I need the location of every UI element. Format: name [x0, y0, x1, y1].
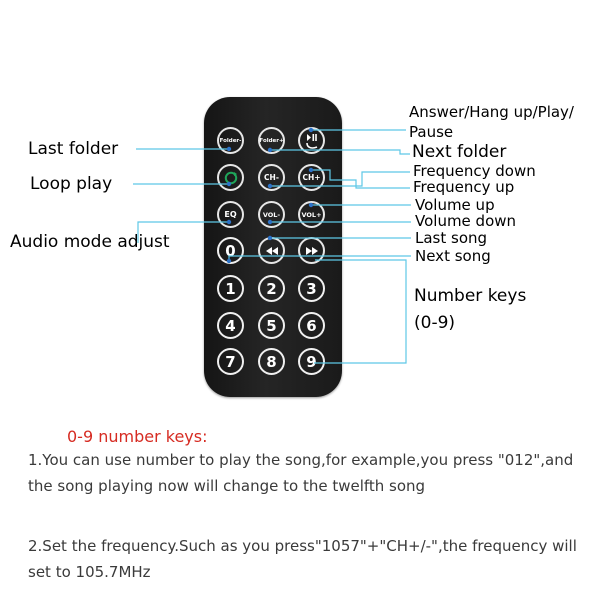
label-next-song: Next song: [415, 247, 491, 265]
note-item-2: 2.Set the frequency.Such as you press"10…: [28, 533, 588, 585]
number-key-0[interactable]: 0: [217, 237, 244, 264]
prev-track-icon: [265, 246, 279, 256]
label-last-folder: Last folder: [28, 139, 118, 159]
eq-button[interactable]: EQ: [217, 201, 244, 228]
vol-plus-key-label: VOL+: [301, 211, 321, 219]
number-key-label: 8: [266, 353, 276, 371]
label-audio-mode: Audio mode adjust: [10, 232, 170, 252]
note-item-1: 1.You can use number to play the song,fo…: [28, 447, 588, 499]
number-key-label: 4: [225, 317, 235, 335]
vol-minus-key-label: VOL-: [263, 211, 280, 219]
ch-plus-key-label: CH+: [302, 173, 320, 182]
number-key-label: 9: [306, 353, 316, 371]
number-key-label: 5: [266, 317, 276, 335]
number-key-5[interactable]: 5: [258, 312, 285, 339]
remote-control: Folder- Folder+ CH- CH+: [204, 97, 342, 397]
label-number-keys: Number keys: [414, 286, 526, 306]
prev-song-button[interactable]: [258, 237, 285, 264]
label-last-song: Last song: [415, 229, 487, 247]
next-song-button[interactable]: [298, 237, 325, 264]
number-key-1[interactable]: 1: [217, 275, 244, 302]
number-key-4[interactable]: 4: [217, 312, 244, 339]
next-folder-button[interactable]: Folder+: [258, 127, 285, 154]
number-key-label: 6: [306, 317, 316, 335]
label-frequency-up: Frequency up: [413, 178, 514, 196]
number-key-label: 1: [225, 280, 235, 298]
last-folder-button[interactable]: Folder-: [217, 127, 244, 154]
ch-minus-key-label: CH-: [264, 173, 279, 182]
label-pause: Pause: [409, 123, 453, 141]
label-loop-play: Loop play: [30, 174, 112, 194]
number-key-3[interactable]: 3: [298, 275, 325, 302]
ch-minus-button[interactable]: CH-: [258, 164, 285, 191]
vol-plus-button[interactable]: VOL+: [298, 201, 325, 228]
number-key-label: 7: [225, 353, 235, 371]
last-folder-key-label: Folder-: [220, 138, 242, 144]
loop-play-button[interactable]: [217, 164, 244, 191]
loop-icon: [223, 170, 239, 186]
label-volume-down: Volume down: [415, 212, 516, 230]
vol-minus-button[interactable]: VOL-: [258, 201, 285, 228]
next-folder-key-label: Folder+: [259, 138, 283, 144]
label-number-range: (0-9): [414, 313, 455, 333]
number-key-9[interactable]: 9: [298, 348, 325, 375]
number-key-label: 0: [225, 242, 235, 260]
number-key-6[interactable]: 6: [298, 312, 325, 339]
play-pause-phone-icon: [304, 132, 320, 150]
ch-plus-button[interactable]: CH+: [298, 164, 325, 191]
label-answer-play: Answer/Hang up/Play/: [409, 103, 574, 121]
number-key-7[interactable]: 7: [217, 348, 244, 375]
next-track-icon: [305, 246, 319, 256]
play-pause-button[interactable]: [298, 127, 325, 154]
notes-title: 0-9 number keys:: [67, 427, 207, 446]
eq-key-label: EQ: [224, 210, 236, 219]
label-next-folder: Next folder: [412, 142, 506, 162]
number-key-label: 2: [266, 280, 276, 298]
number-key-8[interactable]: 8: [258, 348, 285, 375]
number-key-2[interactable]: 2: [258, 275, 285, 302]
number-key-label: 3: [306, 280, 316, 298]
